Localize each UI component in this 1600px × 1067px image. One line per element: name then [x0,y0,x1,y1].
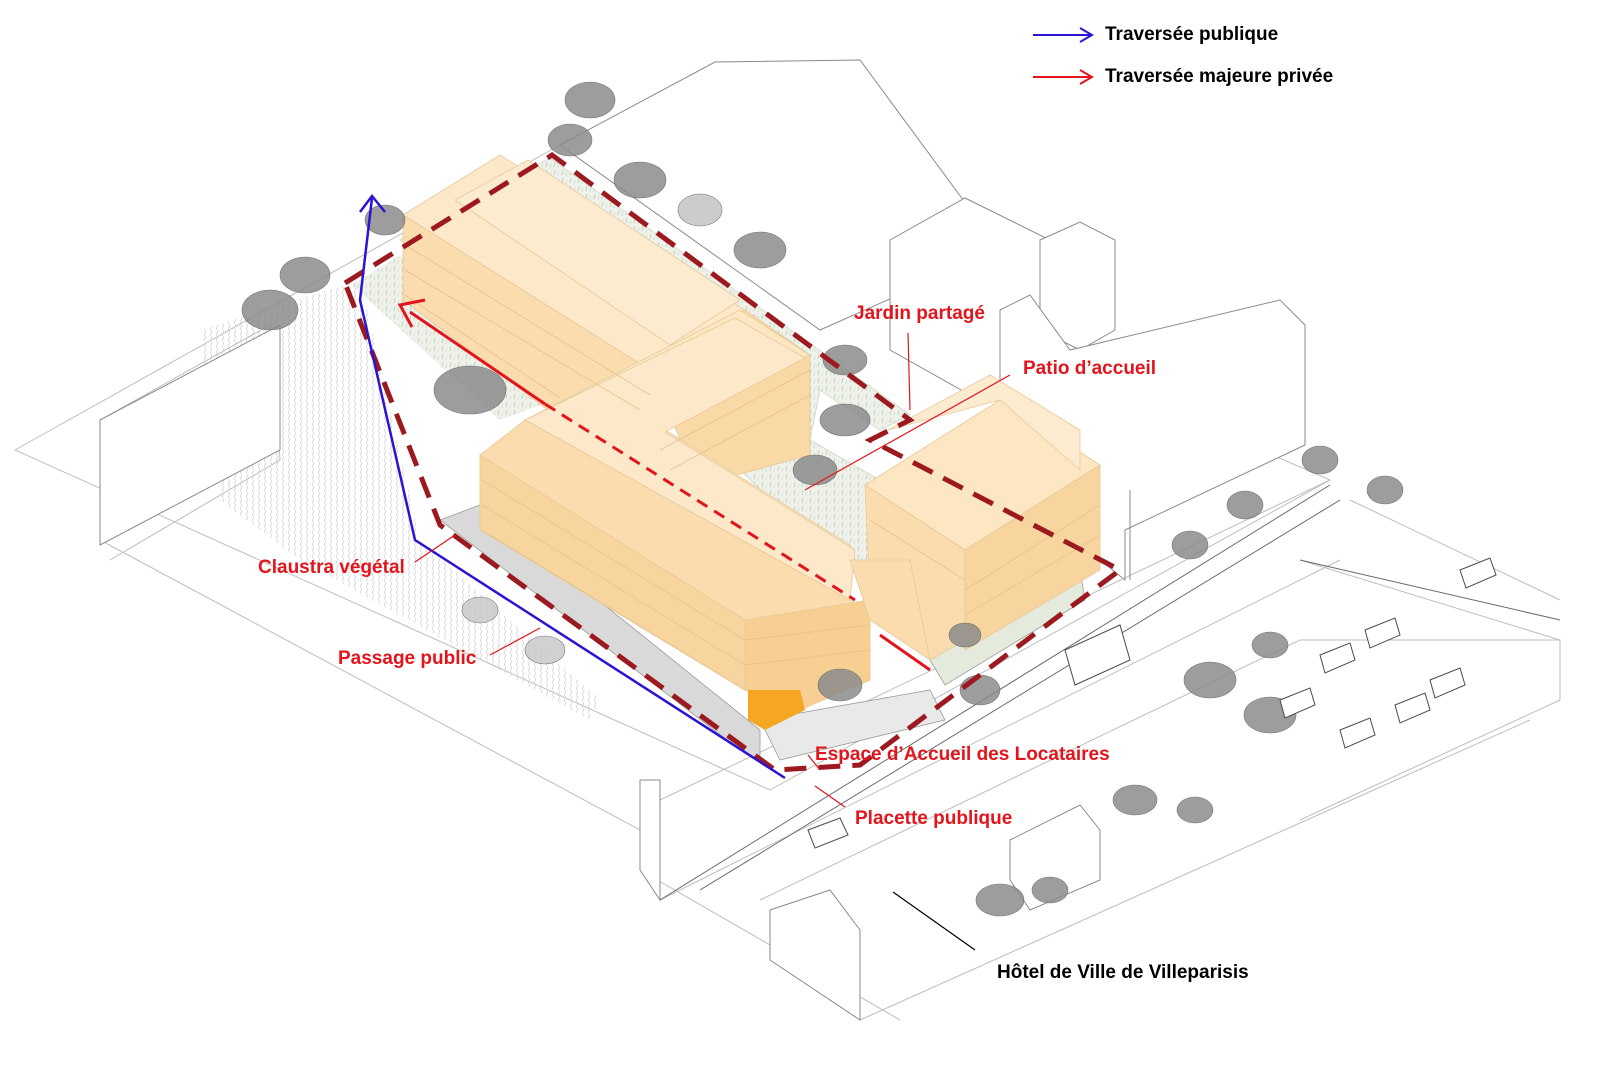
label-espace-accueil: Espace d’Accueil des Locataires [815,744,1110,765]
label-placette-publique: Placette publique [855,808,1013,829]
connector [849,559,931,661]
label-passage-public: Passage public [338,648,477,669]
placette [759,689,946,761]
east-block-side [964,464,1101,651]
legend-public-arrow-icon [1033,27,1094,43]
leader-lines [414,332,1011,951]
legend-private-arrow-icon [1033,69,1094,85]
label-jardin-partage: Jardin partagé [854,303,985,324]
entrance-accent [748,690,805,730]
north-wing-upper [454,159,741,346]
hatched-lot [200,280,600,720]
main-building [402,154,1101,730]
east-block-lower [887,374,1081,471]
site-boundary [341,151,1125,773]
bus-icon [1064,624,1131,686]
legend-public-label: Traversée publique [1105,24,1279,45]
vehicles [807,557,1497,849]
legend-private-label: Traversée majeure privée [1105,66,1334,87]
floor-lines [404,244,1101,691]
private-crossing [397,298,931,672]
car-icon [807,817,849,849]
label-claustra-vegetal: Claustra végétal [258,557,405,578]
trees [241,81,1404,917]
label-patio-accueil: Patio d’accueil [1023,358,1157,379]
legend [1033,27,1094,85]
label-hotel-de-ville: Hôtel de Ville de Villeparisis [997,962,1249,983]
public-crossing [358,193,786,780]
front-planter [439,504,761,761]
